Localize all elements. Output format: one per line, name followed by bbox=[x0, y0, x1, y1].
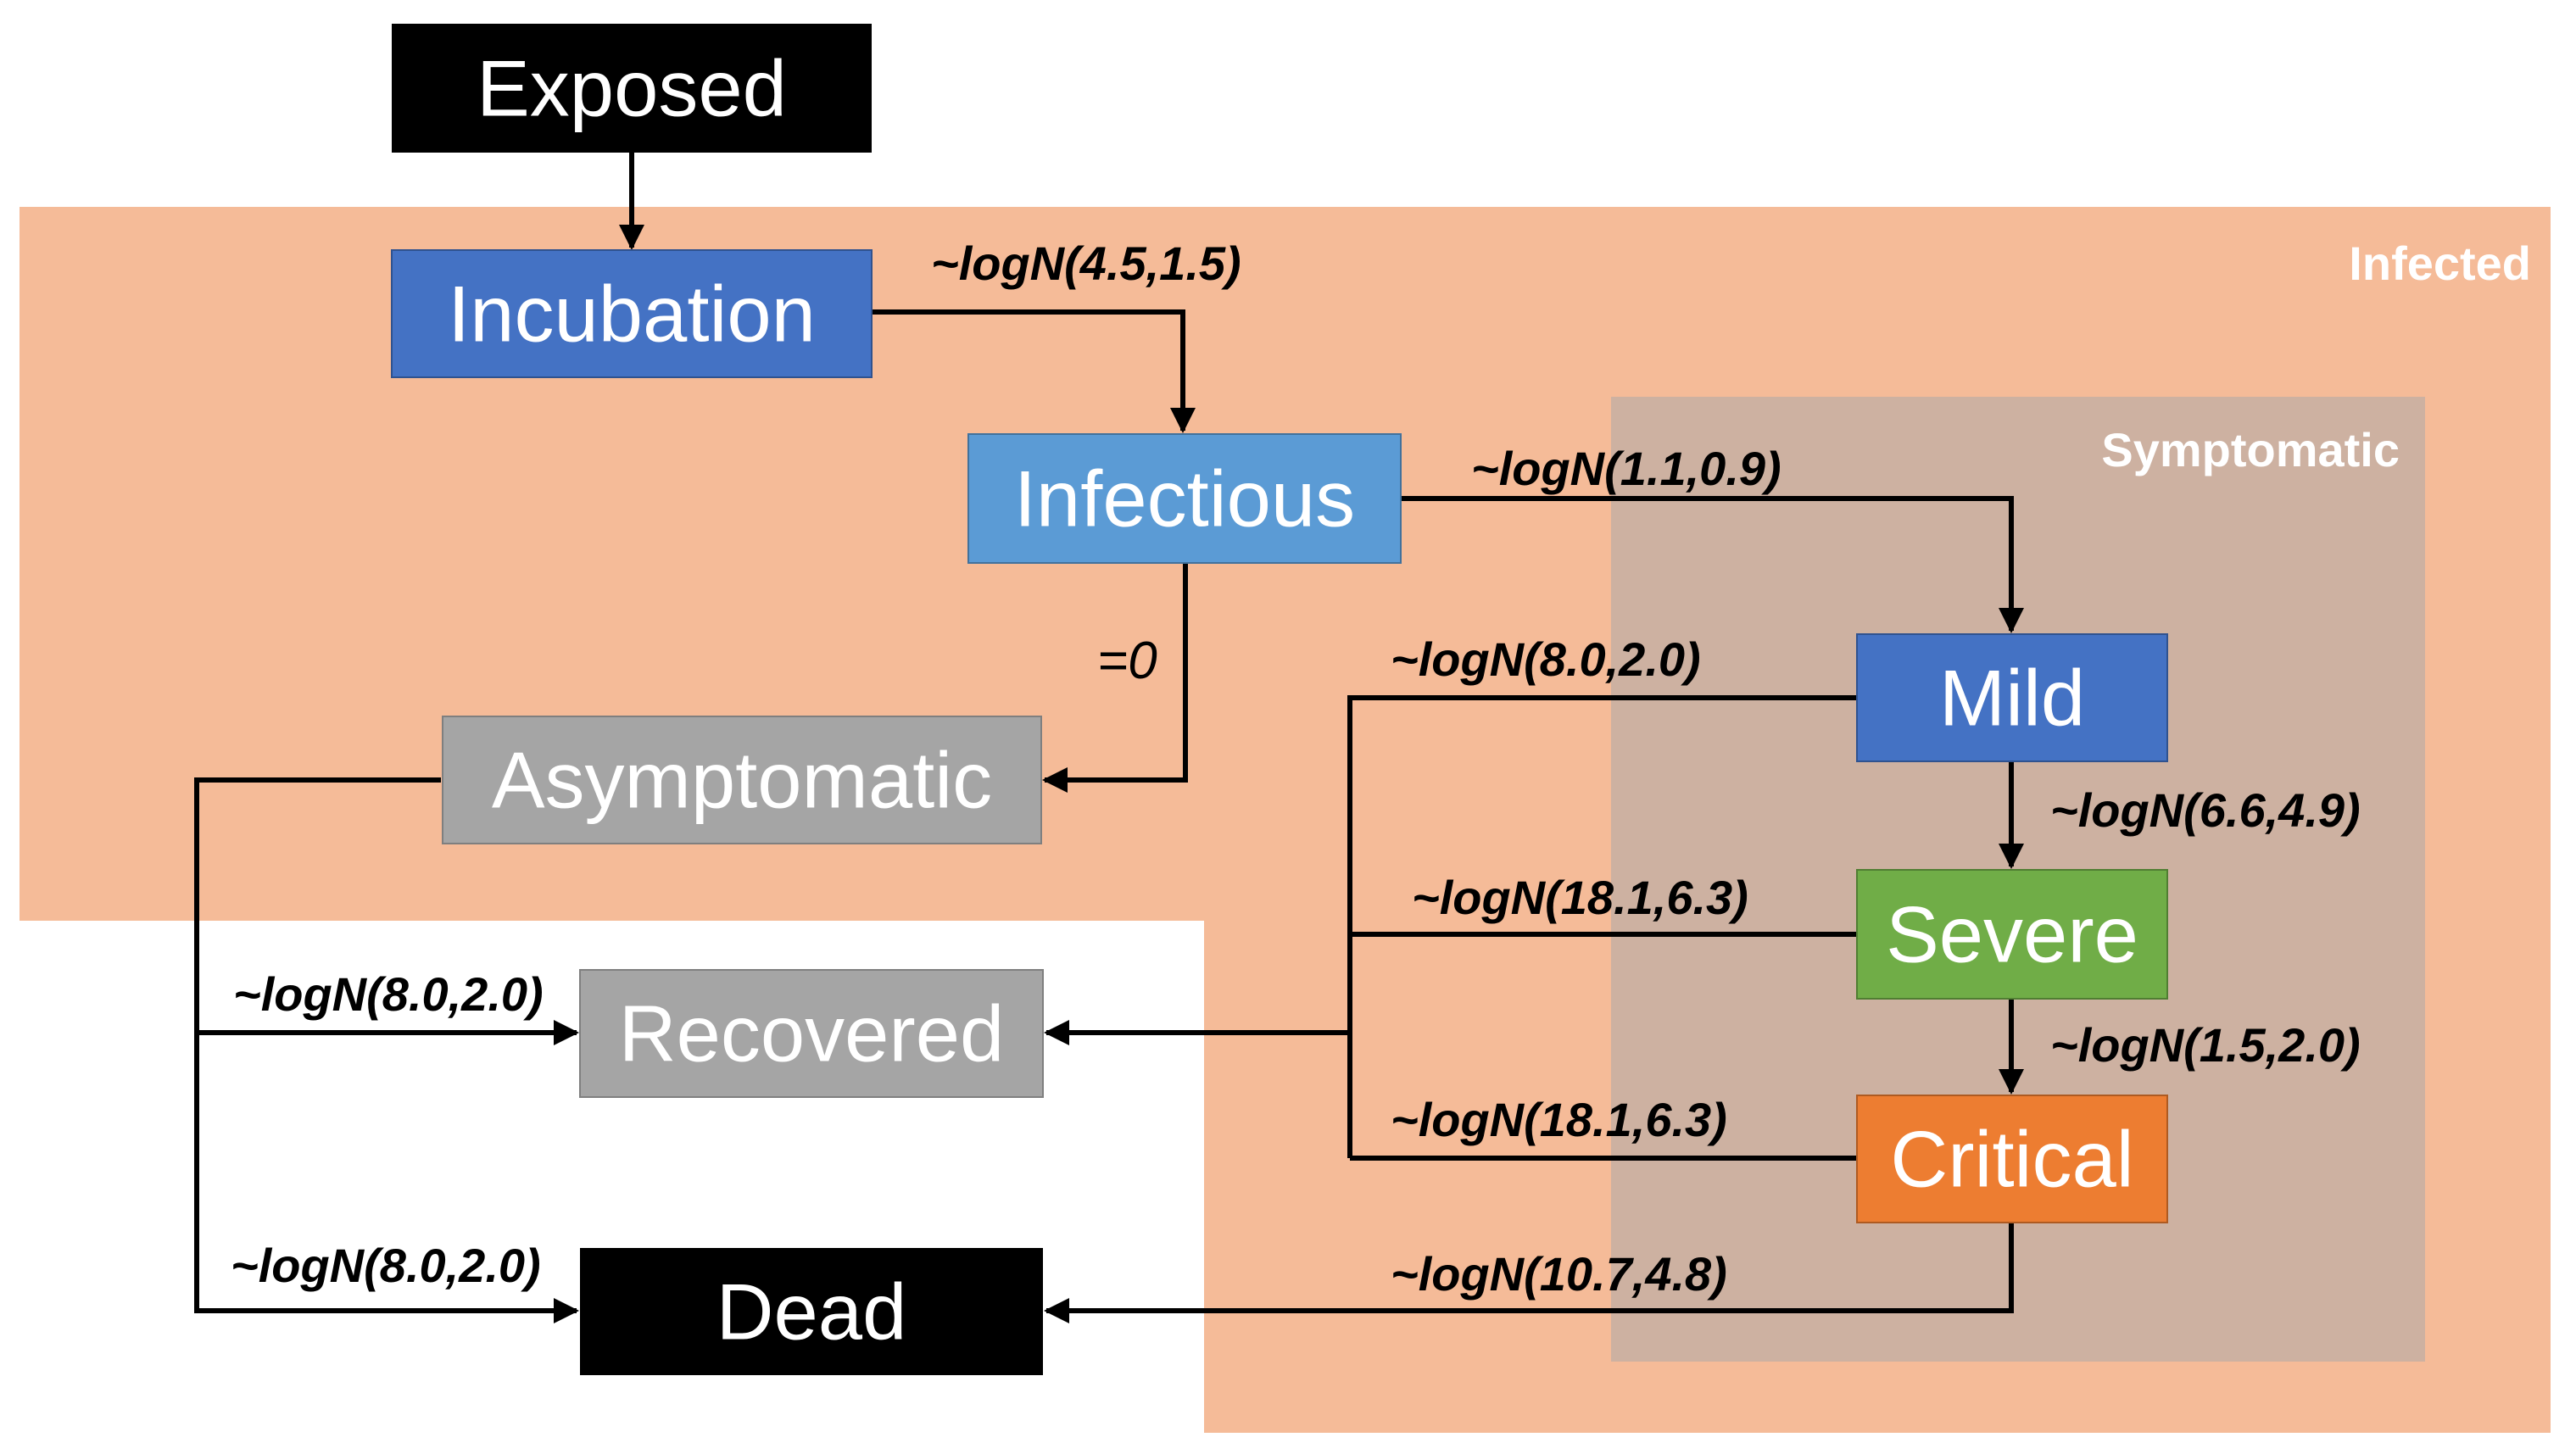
edge-critical-to-dead bbox=[1044, 1223, 2014, 1323]
node-incubation: Incubation bbox=[391, 249, 873, 378]
label-mild-to-severe: ~logN(6.6,4.9) bbox=[2050, 783, 2361, 837]
label-asymptomatic-to-dead: ~logN(8.0,2.0) bbox=[231, 1239, 541, 1292]
node-severe-label: Severe bbox=[1886, 890, 2138, 979]
node-dead-label: Dead bbox=[716, 1267, 907, 1357]
node-asymptomatic-label: Asymptomatic bbox=[492, 736, 992, 825]
node-infectious: Infectious bbox=[967, 433, 1402, 564]
node-asymptomatic: Asymptomatic bbox=[442, 716, 1042, 844]
symptomatic-region-label: Symptomatic bbox=[2101, 423, 2400, 476]
node-infectious-label: Infectious bbox=[1014, 454, 1355, 543]
node-recovered-label: Recovered bbox=[619, 989, 1005, 1078]
edge-infectious-to-asymptomatic bbox=[1042, 563, 1188, 793]
label-severe-to-critical: ~logN(1.5,2.0) bbox=[2050, 1018, 2361, 1072]
node-critical-label: Critical bbox=[1890, 1115, 2133, 1204]
edge-asymptomatic-to-dead bbox=[194, 777, 579, 1323]
edge-mild-to-recovery-bus bbox=[1347, 695, 1857, 1158]
node-recovered: Recovered bbox=[579, 969, 1044, 1098]
node-exposed-label: Exposed bbox=[477, 44, 787, 133]
label-incubation-to-infectious: ~logN(4.5,1.5) bbox=[931, 237, 1241, 290]
edge-infectious-to-mild bbox=[1401, 496, 2024, 633]
label-infectious-to-mild: ~logN(1.1,0.9) bbox=[1471, 442, 1781, 495]
label-mild-to-recovered: ~logN(8.0,2.0) bbox=[1391, 632, 1701, 686]
node-exposed: Exposed bbox=[392, 24, 872, 153]
node-mild: Mild bbox=[1856, 633, 2168, 762]
node-critical: Critical bbox=[1856, 1095, 2168, 1223]
label-critical-to-dead: ~logN(10.7,4.8) bbox=[1391, 1247, 1727, 1301]
node-dead: Dead bbox=[580, 1248, 1043, 1375]
label-severe-to-recovered: ~logN(18.1,6.3) bbox=[1412, 871, 1748, 924]
edge-incubation-to-infectious bbox=[872, 309, 1196, 433]
node-severe: Severe bbox=[1856, 869, 2168, 1000]
label-infectious-to-asymptomatic: =0 bbox=[1097, 632, 1157, 690]
infected-region-label: Infected bbox=[2349, 237, 2531, 290]
label-asymptomatic-to-recovered: ~logN(8.0,2.0) bbox=[233, 967, 544, 1021]
node-incubation-label: Incubation bbox=[448, 270, 816, 359]
label-critical-to-recovered: ~logN(18.1,6.3) bbox=[1391, 1093, 1727, 1146]
node-mild-label: Mild bbox=[1939, 654, 2085, 743]
